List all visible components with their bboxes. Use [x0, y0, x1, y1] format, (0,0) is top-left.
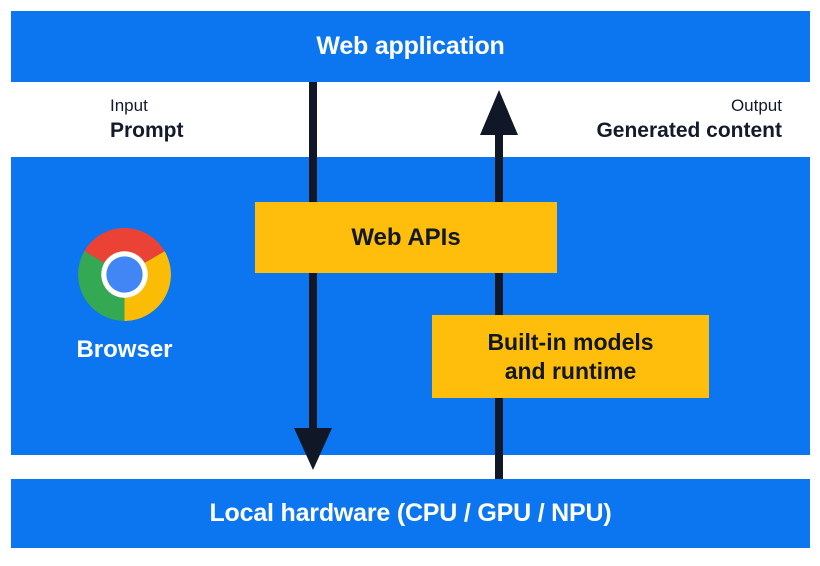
io-output-kind: Output — [730, 96, 782, 115]
io-input-value: Prompt — [110, 118, 184, 142]
chrome-logo-icon — [78, 228, 171, 321]
box-builtin-models-label: Built-in models and runtime — [487, 328, 653, 385]
band-web-application: Web application — [11, 11, 810, 82]
box-web-apis: Web APIs — [255, 202, 557, 273]
io-label-output: Output Generated content — [596, 96, 782, 143]
box-builtin-models-line1: Built-in models — [487, 328, 654, 355]
band-local-hardware: Local hardware (CPU / GPU / NPU) — [11, 479, 810, 548]
box-web-apis-label: Web APIs — [351, 223, 461, 251]
band-web-application-label: Web application — [316, 32, 505, 60]
box-builtin-models: Built-in models and runtime — [432, 315, 709, 398]
band-local-hardware-label: Local hardware (CPU / GPU / NPU) — [209, 499, 612, 527]
io-input-kind: Input — [110, 96, 148, 115]
io-output-value: Generated content — [596, 118, 782, 142]
band-browser-label: Browser — [76, 336, 173, 363]
io-label-input: Input Prompt — [110, 96, 184, 143]
box-builtin-models-line2: and runtime — [504, 357, 637, 384]
